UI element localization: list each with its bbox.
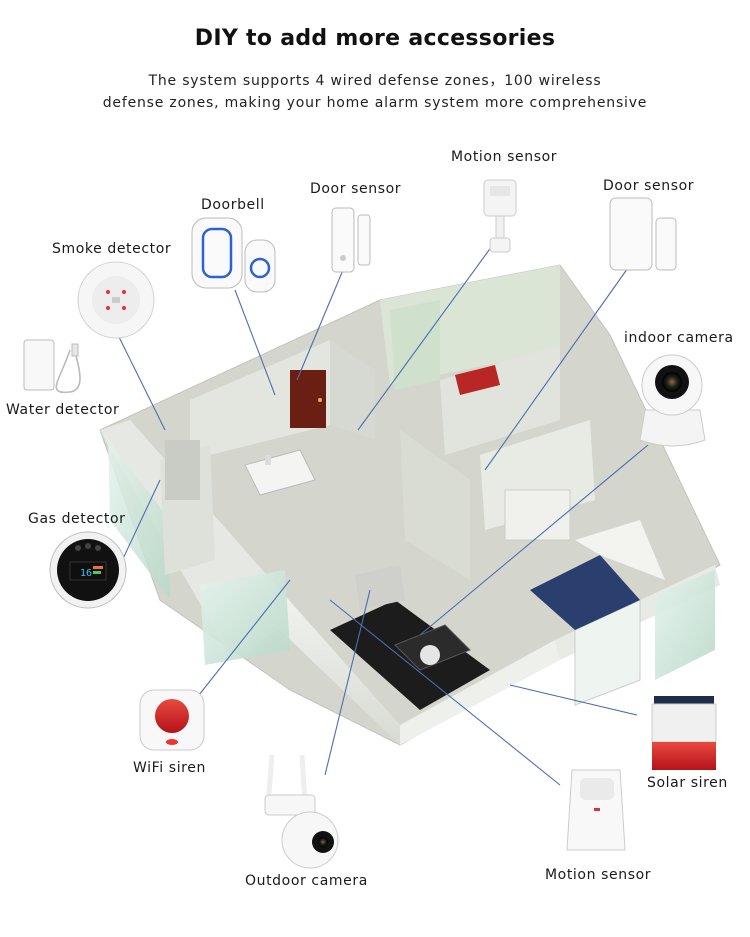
label-motion-sensor-top: Motion sensor: [451, 149, 558, 165]
label-water-detector: Water detector: [6, 402, 120, 418]
motion-sensor-top-icon: [483, 179, 517, 253]
interior-walls: [160, 265, 595, 580]
page-title: DIY to add more accessories: [194, 26, 556, 51]
label-wifi-siren: WiFi siren: [133, 760, 206, 776]
label-gas-detector: Gas detector: [28, 511, 126, 527]
wifi-siren-icon: [139, 689, 205, 751]
smoke-detector-icon: [77, 261, 155, 339]
gas-detector-icon: 16: [49, 531, 127, 609]
subtitle-line-2: defense zones, making your home alarm sy…: [102, 95, 648, 111]
label-solar-siren: Solar siren: [647, 775, 728, 791]
connector-lines: [117, 234, 649, 786]
doorbell-icon: [191, 217, 276, 293]
solar-siren-icon: [651, 696, 717, 770]
water-detector-icon: [23, 339, 81, 394]
motion-sensor-bottom-icon: [566, 769, 626, 851]
gas-detector-readout: 16: [80, 568, 92, 579]
door-sensor-left-icon: [331, 207, 371, 273]
subtitle-line-1: The system supports 4 wired defense zone…: [148, 73, 602, 89]
label-doorbell: Doorbell: [201, 197, 265, 213]
label-motion-sensor-bottom: Motion sensor: [545, 867, 652, 883]
outdoor-camera-icon: [264, 754, 339, 869]
door-sensor-right-icon: [609, 197, 677, 271]
indoor-camera-icon: [639, 354, 706, 447]
label-indoor-camera: indoor camera: [624, 330, 734, 346]
label-outdoor-camera: Outdoor camera: [245, 873, 368, 889]
label-door-sensor-left: Door sensor: [310, 181, 402, 197]
label-door-sensor-right: Door sensor: [603, 178, 695, 194]
label-smoke-detector: Smoke detector: [52, 241, 172, 257]
